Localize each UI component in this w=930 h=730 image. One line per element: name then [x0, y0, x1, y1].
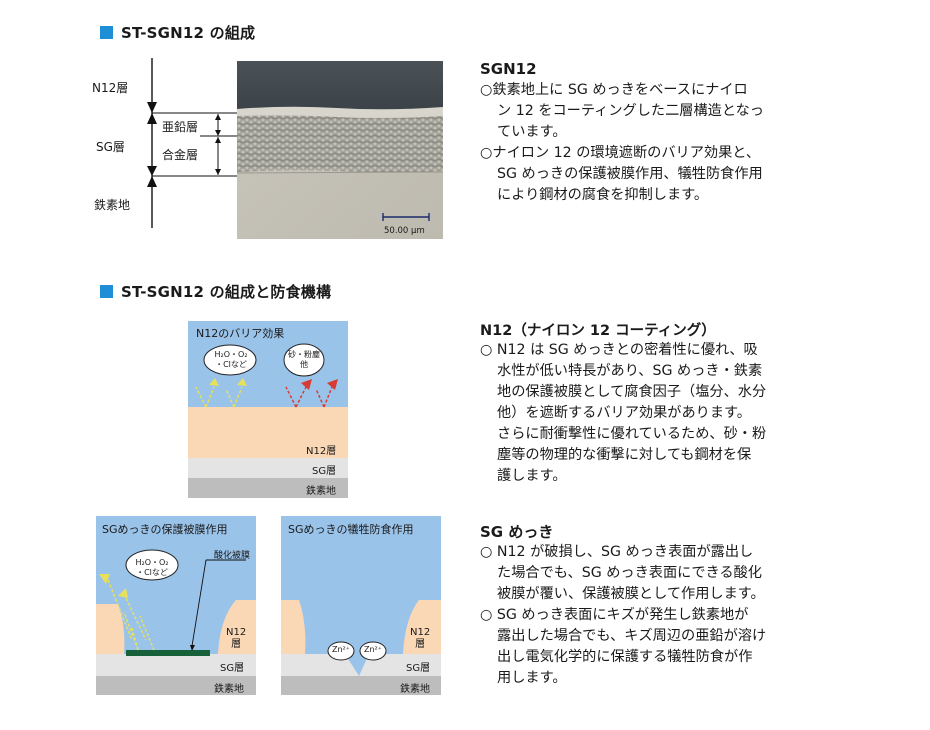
desc-line: ○ N12 が破損し、SG めっき表面が露出し	[480, 544, 754, 560]
protective-film-diagram	[96, 516, 256, 695]
sgn12-heading: SGN12	[480, 60, 537, 78]
section2-title: ST-SGN12 の組成と防食機構	[100, 281, 331, 302]
sacrificial-steel-label: 鉄素地	[400, 684, 430, 695]
desc-line: ています。	[497, 124, 567, 140]
label-sg-layer: SG層	[96, 140, 125, 154]
barrier-effect-diagram	[188, 321, 348, 498]
desc-line: 護します。	[497, 468, 567, 484]
desc-line: ○ナイロン 12 の環境遮断のバリア効果と、	[480, 145, 761, 161]
desc-line: 他）を遮断するバリア効果があります。	[497, 405, 751, 421]
desc-line: 地の保護被膜として腐食因子（塩分、水分	[497, 384, 767, 400]
desc-line: 塵等の物理的な衝撃に対しても鋼材を保	[497, 447, 752, 463]
sacrificial-title: SGめっきの犠牲防食作用	[288, 523, 414, 536]
barrier-title: N12のバリア効果	[196, 327, 285, 340]
sacrificial-protection-diagram	[281, 516, 441, 695]
protect-n12-label: N12 層	[226, 627, 247, 650]
desc-line: 用します。	[497, 670, 567, 686]
sgn12-description: ○鉄素地上に SG めっきをベースにナイロ ン 12 をコーティングした二層構造…	[480, 80, 840, 206]
layer-structure-diagram	[147, 58, 238, 228]
desc-line: ○ N12 は SG めっきとの密着性に優れ、吸	[480, 342, 758, 358]
protect-steel-label: 鉄素地	[214, 684, 244, 695]
bubble-sand-dust: 砂・粉塵 他	[288, 350, 320, 369]
desc-line: 水性が低い特長があり、SG めっき・鉄素	[497, 363, 763, 379]
section1-title: ST-SGN12 の組成	[100, 22, 255, 43]
sacrificial-sg-label: SG層	[406, 663, 431, 674]
scale-bar-label: 50.00 μm	[384, 226, 425, 236]
desc-line: 被膜が覆い、保護被膜として作用します。	[497, 586, 765, 602]
barrier-n12-label: N12層	[306, 446, 337, 457]
desc-line: SG めっきの保護被膜作用、犠牲防食作用	[497, 166, 763, 182]
label-zinc-layer: 亜鉛層	[162, 120, 199, 134]
desc-line: 露出した場合でも、キズ周辺の亜鉛が溶け	[497, 628, 767, 644]
label-n12-layer: N12層	[92, 81, 129, 95]
square-bullet-icon	[100, 26, 113, 39]
n12-description: ○ N12 は SG めっきとの密着性に優れ、吸 水性が低い特長があり、SG め…	[480, 340, 860, 487]
protect-sg-label: SG層	[220, 663, 245, 674]
bubble-corrosion-factors: H₂O・O₂ ・Clなど	[135, 558, 169, 577]
desc-line: ン 12 をコーティングした二層構造となっ	[497, 103, 764, 119]
square-bullet-icon	[100, 285, 113, 298]
cross-section-micrograph	[237, 61, 443, 239]
sg-plating-heading: SG めっき	[480, 523, 554, 541]
zn-ion-label-1: Zn²⁺	[332, 645, 350, 654]
sacrificial-n12-label: N12 層	[410, 627, 431, 650]
desc-line: により鋼材の腐食を抑制します。	[497, 187, 709, 203]
desc-line: 出し電気化学的に保護する犠牲防食が作	[497, 649, 753, 665]
label-steel-base: 鉄素地	[94, 198, 131, 212]
barrier-sg-label: SG層	[312, 466, 337, 477]
protect-title: SGめっきの保護被膜作用	[102, 523, 228, 536]
desc-line: ○鉄素地上に SG めっきをベースにナイロ	[480, 82, 748, 98]
oxide-film-label: 酸化被膜	[214, 551, 251, 561]
sg-plating-description: ○ N12 が破損し、SG めっき表面が露出し た場合でも、SG めっき表面にで…	[480, 542, 860, 689]
bubble-corrosion-factors: H₂O・O₂ ・Clなど	[214, 350, 248, 369]
desc-line: ○ SG めっき表面にキズが発生し鉄素地が	[480, 607, 749, 623]
desc-line: さらに耐衝撃性に優れているため、砂・粉	[497, 426, 767, 442]
label-alloy-layer: 合金層	[162, 148, 199, 162]
barrier-steel-label: 鉄素地	[306, 486, 336, 497]
desc-line: た場合でも、SG めっき表面にできる酸化	[497, 565, 762, 581]
zn-ion-label-2: Zn²⁺	[364, 645, 382, 654]
n12-heading: N12（ナイロン 12 コーティング）	[480, 323, 716, 339]
